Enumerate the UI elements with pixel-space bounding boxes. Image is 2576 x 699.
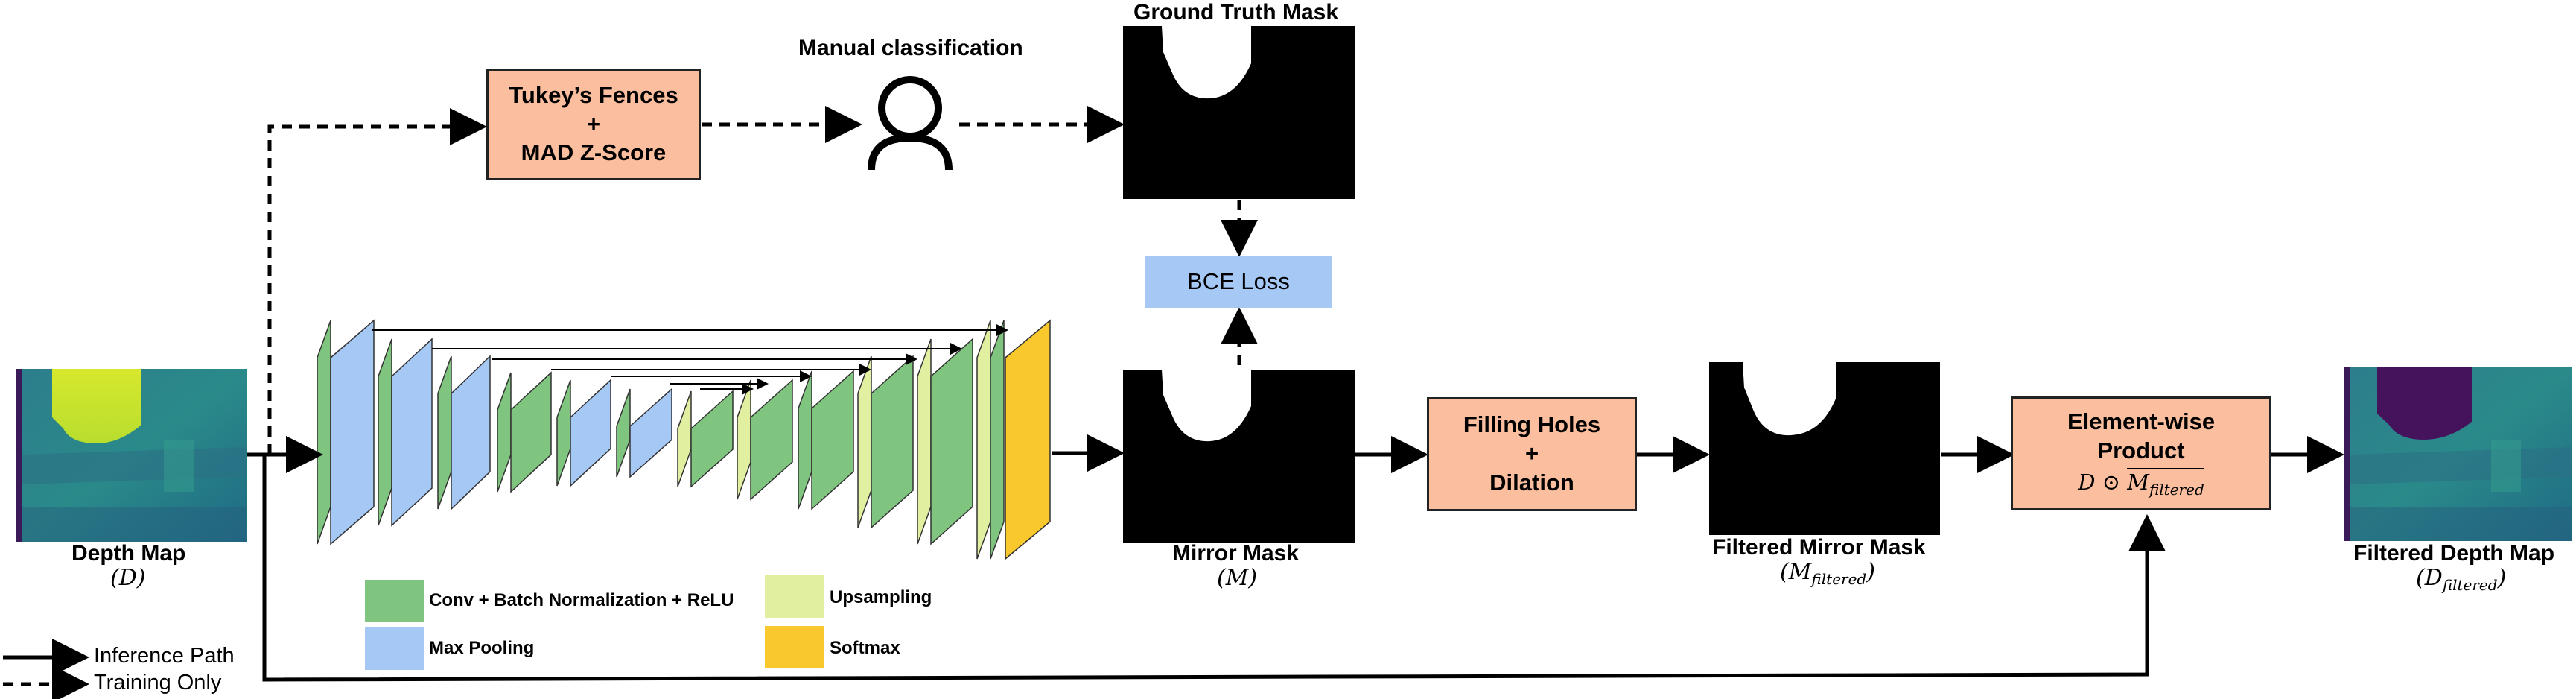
unet-dec1-conv: [690, 390, 734, 488]
legend-conv-label: Conv + Batch Normalization + ReLU: [429, 590, 734, 610]
inference-arrows: [247, 434, 2344, 682]
element-wise-line1: Element-wise: [2067, 408, 2216, 435]
depth-map-symbol: (D): [110, 565, 146, 591]
path-legend-lines: [3, 639, 89, 699]
mirror-mask-image: [1123, 370, 1355, 543]
unet-enc1-conv: [317, 320, 331, 545]
arrow-skip-to-product: [262, 455, 2166, 682]
legend-softmax-label: Softmax: [830, 638, 900, 658]
legend-inference-label: Inference Path: [94, 644, 235, 668]
filtered-depth-sub-index: filtered: [2442, 576, 2498, 594]
arrow-depth-to-tukey: [267, 108, 487, 455]
unet-dec1-up: [677, 390, 692, 487]
unet-enc5-conv: [556, 379, 571, 487]
filtered-depth-sub-open: (D: [2416, 565, 2443, 591]
tukey-line1: Tukey’s Fences: [509, 81, 678, 108]
legend-swatch-maxpool: [365, 627, 424, 670]
filtered-depth-map-label: Filtered Depth Map: [2353, 541, 2555, 566]
unet-enc2-conv: [378, 338, 392, 526]
depth-map-label: Depth Map: [71, 541, 186, 566]
unet-enc2-pool: [391, 338, 433, 527]
depth-map-image: [16, 369, 247, 542]
unet-bottom-pool: [629, 388, 672, 478]
filtered-depth-map-image: [2344, 367, 2572, 541]
formula-m: Mfiltered: [2127, 467, 2204, 499]
legend-swatch-softmax: [765, 626, 824, 668]
unet-enc3-conv: [437, 355, 452, 510]
filtered-mirror-mask-label: Filtered Mirror Mask: [1712, 535, 1926, 560]
unet-dec5-conv: [930, 338, 973, 545]
bce-loss-box: BCE Loss: [1145, 256, 1332, 308]
element-wise-formula: D ⊙ Mfiltered: [2078, 467, 2204, 499]
filling-line1: Filling Holes: [1463, 411, 1601, 438]
legend-upsampling-label: Upsampling: [830, 587, 932, 607]
training-arrows: [267, 106, 1258, 455]
unet-softmax-layer: [1005, 319, 1051, 560]
unet-dec3-conv2: [811, 370, 854, 510]
legend-swatch-upsampling: [765, 575, 824, 618]
unet-dec4-conv: [871, 355, 914, 529]
unet-enc4-conv: [497, 372, 512, 493]
filling-line3: Dilation: [1489, 469, 1574, 496]
unet-dec5-up: [917, 338, 932, 545]
formula-m-letter: M: [2127, 469, 2149, 495]
unet-dec2-conv: [750, 379, 793, 501]
legend-training-label: Training Only: [94, 671, 222, 695]
filtered-mask-sub-index: filtered: [1811, 570, 1867, 588]
filtered-depth-sub-close: ): [2497, 565, 2507, 591]
unet-enc4-conv2: [510, 371, 552, 493]
unet-network: [317, 319, 1051, 560]
formula-d: D ⊙: [2078, 469, 2121, 495]
filling-line2: +: [1524, 440, 1539, 467]
filtered-mirror-mask-symbol: (Mfiltered): [1780, 559, 1875, 588]
unet-dec3-conv: [798, 370, 812, 510]
unet-bottom-conv: [616, 388, 631, 478]
tukey-line2: +: [586, 110, 601, 137]
filling-holes-box: Filling Holes + Dilation: [1427, 397, 1637, 511]
unet-dec6-conv: [990, 320, 1005, 560]
manual-classification-label: Manual classification: [798, 36, 1023, 60]
filtered-depth-map-symbol: (Dfiltered): [2416, 565, 2506, 594]
tukey-line3: MAD Z-Score: [521, 139, 667, 166]
unet-dec4-up: [857, 355, 872, 528]
unet-enc5-pool: [570, 379, 611, 487]
filtered-mask-sub-close: ): [1866, 559, 1875, 585]
tukey-mad-box: Tukey’s Fences + MAD Z-Score: [486, 69, 701, 180]
filtered-mirror-mask-image: [1709, 362, 1940, 535]
mirror-mask-label: Mirror Mask: [1172, 541, 1300, 566]
ground-truth-mask-image: [1123, 26, 1355, 199]
bce-loss-label: BCE Loss: [1187, 268, 1290, 294]
formula-m-sub: filtered: [2149, 480, 2204, 499]
element-wise-line2: Product: [2097, 437, 2185, 464]
legend-maxpool-label: Max Pooling: [429, 638, 535, 658]
element-wise-product-box: Element-wise Product D ⊙ Mfiltered: [2011, 396, 2271, 510]
filtered-mask-sub-open: (M: [1780, 559, 1812, 585]
unet-enc1-pool: [330, 319, 375, 545]
unet-enc3-pool: [451, 355, 491, 510]
unet-dec2-up: [737, 379, 751, 500]
legend-swatch-conv: [365, 580, 424, 622]
person-icon: [868, 76, 953, 171]
unet-dec6-up: [976, 320, 991, 560]
ground-truth-mask-label: Ground Truth Mask: [1133, 0, 1339, 25]
mirror-mask-symbol: (M): [1217, 565, 1258, 591]
